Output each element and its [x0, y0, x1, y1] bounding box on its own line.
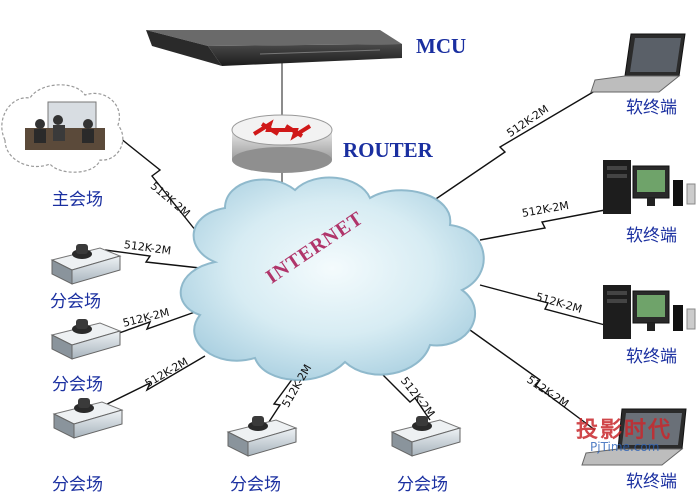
desktop-terminal-3 [603, 285, 696, 339]
branch-device-2 [50, 319, 122, 360]
watermark-url: PjTime.com [590, 440, 660, 454]
link-branch-2 [104, 311, 196, 339]
link-branch-3 [94, 355, 206, 411]
link-terminal-2 [479, 209, 606, 241]
link-main-site [109, 129, 201, 237]
terminal-label-1: 软终端 [626, 98, 677, 118]
link-branch-4 [264, 373, 297, 429]
link-branch-1 [104, 249, 201, 269]
link-branch-5 [375, 367, 431, 421]
link-terminal-3 [479, 284, 606, 326]
main-site-photo [1, 84, 124, 173]
router-device [231, 114, 333, 173]
watermark-brand: 投影时代 [576, 418, 673, 443]
laptop-terminal-1 [590, 33, 686, 93]
branch-site-label-2: 分会场 [52, 375, 103, 395]
laptop-terminal-4 [581, 408, 687, 466]
internet-cloud [179, 176, 485, 381]
branch-device-5 [390, 416, 462, 457]
link-terminal-1 [426, 84, 606, 206]
desktop-terminal-2 [603, 160, 696, 214]
router-label: ROUTER [343, 138, 433, 162]
terminal-label-2: 软终端 [626, 226, 677, 246]
terminal-label-4: 软终端 [626, 472, 677, 492]
mcu-device [146, 30, 402, 66]
link-lines [94, 84, 606, 431]
branch-site-label-3: 分会场 [52, 475, 103, 495]
branch-device-3 [52, 398, 124, 439]
branch-site-label-1: 分会场 [50, 292, 101, 312]
link-terminal-4 [469, 329, 596, 431]
terminal-label-3: 软终端 [626, 347, 677, 367]
branch-device-4 [226, 416, 298, 457]
branch-site-label-5: 分会场 [397, 475, 448, 495]
branch-device-1 [50, 244, 122, 285]
mcu-label: MCU [416, 34, 467, 58]
branch-site-label-4: 分会场 [230, 475, 281, 495]
main-site-label: 主会场 [52, 190, 103, 210]
